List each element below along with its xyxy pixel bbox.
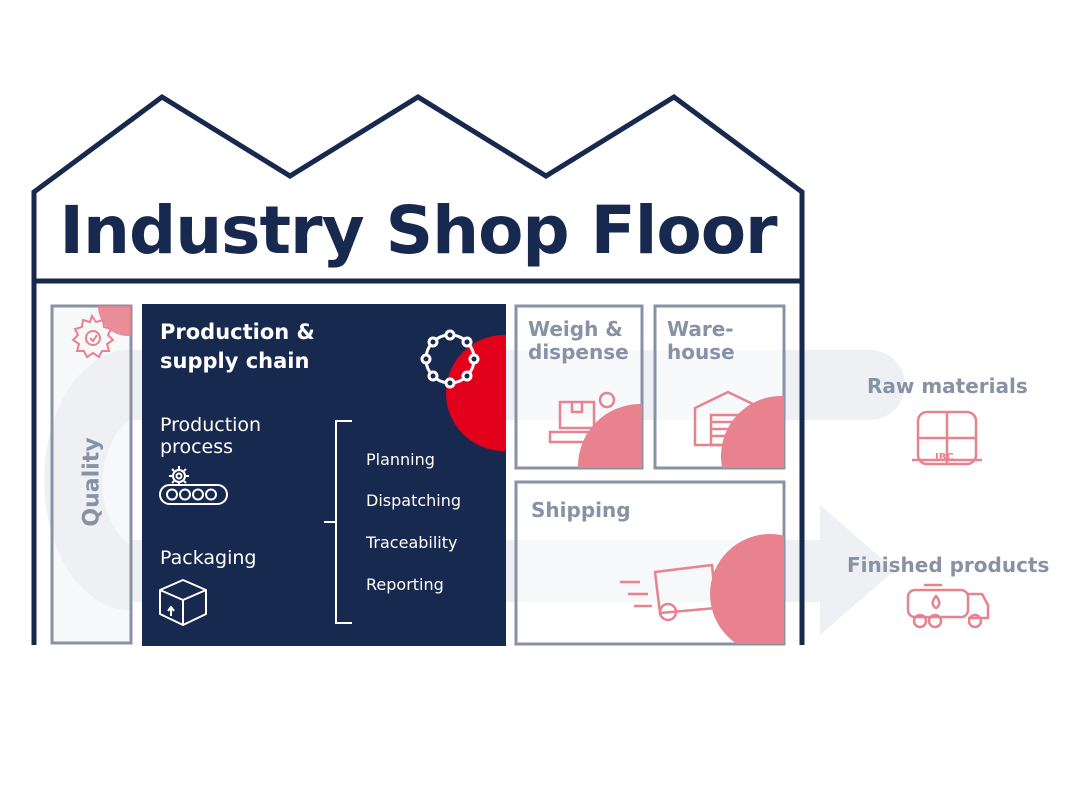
quality-label: Quality bbox=[79, 437, 105, 527]
factory-roof-outline bbox=[31, 93, 805, 645]
ibc-tank-label: IBC bbox=[935, 452, 954, 463]
quality-loop-arc bbox=[44, 350, 130, 610]
shipping-box bbox=[514, 480, 786, 646]
packaging-label: Packaging bbox=[160, 547, 257, 569]
production-process-label: Production process bbox=[160, 414, 262, 458]
ibc-tank-icon bbox=[912, 410, 982, 466]
conveyor-icon bbox=[159, 466, 228, 505]
outbound-flow-arrow bbox=[130, 505, 895, 635]
step-dispatching: Dispatching bbox=[366, 491, 462, 510]
supply-chain-cycle-icon bbox=[420, 329, 480, 389]
page-title: Industry Shop Floor bbox=[59, 192, 777, 269]
step-reporting: Reporting bbox=[366, 575, 444, 594]
warehouse-icon bbox=[693, 390, 763, 447]
weigh-dispense-label: Weigh & dispense bbox=[528, 317, 629, 364]
raw-materials-label: Raw materials bbox=[867, 374, 1028, 398]
warehouse-label: Ware-house bbox=[667, 317, 735, 364]
scale-box-icon bbox=[548, 391, 624, 444]
warehouse-box bbox=[653, 304, 786, 470]
shipping-label: Shipping bbox=[531, 498, 631, 522]
quality-gear-icon bbox=[71, 313, 115, 359]
step-planning: Planning bbox=[366, 450, 435, 469]
quality-column bbox=[50, 304, 133, 645]
package-box-icon bbox=[159, 579, 207, 626]
delivery-truck-icon bbox=[620, 563, 749, 622]
process-bracket bbox=[324, 420, 352, 624]
tanker-truck-icon bbox=[906, 583, 990, 629]
weigh-dispense-box bbox=[514, 304, 644, 470]
production-panel-title: Production & supply chain bbox=[160, 320, 315, 373]
production-panel bbox=[142, 304, 506, 646]
finished-products-label: Finished products bbox=[847, 553, 1050, 577]
step-traceability: Traceability bbox=[366, 533, 458, 552]
